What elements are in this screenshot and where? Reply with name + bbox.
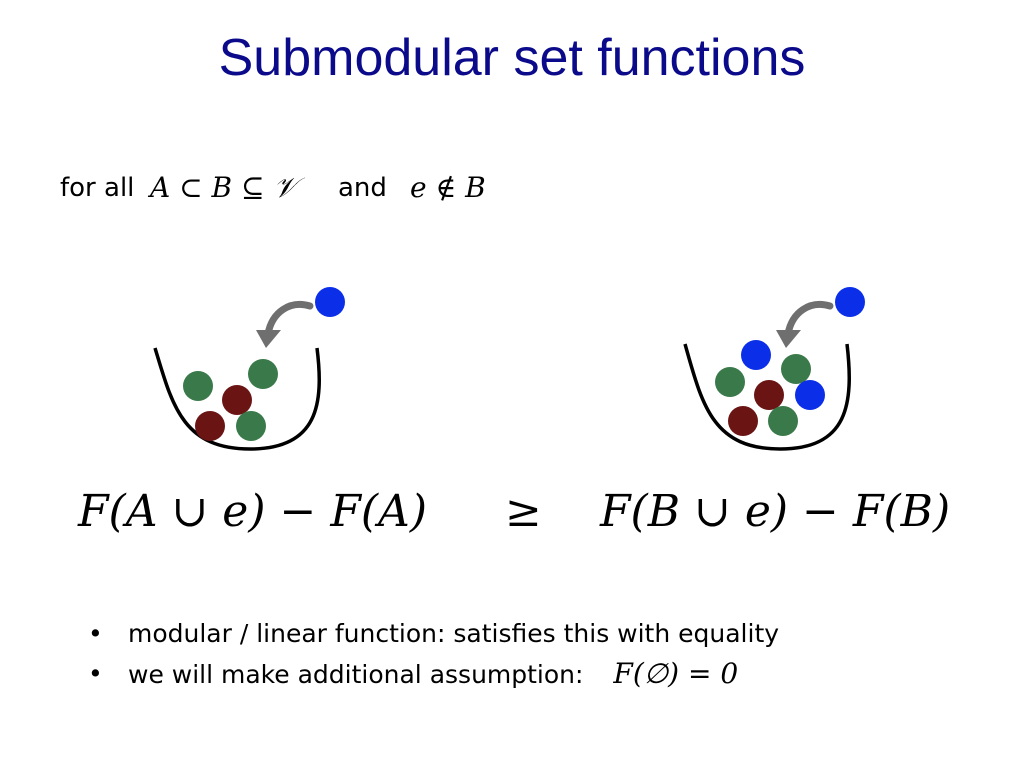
bullet-icon: • bbox=[88, 619, 103, 648]
bullet-text: modular / linear function: satisfies thi… bbox=[128, 619, 780, 648]
element-condition: e ∉ B bbox=[410, 171, 486, 204]
bowl-a-illustration bbox=[153, 287, 345, 451]
bowl-b-illustration bbox=[683, 287, 865, 451]
bullet-item: • modular / linear function: satisfies t… bbox=[88, 614, 988, 654]
arrow-head-icon bbox=[256, 330, 281, 348]
ball-icon bbox=[781, 354, 811, 384]
ball-icon bbox=[768, 406, 798, 436]
curved-arrow-icon bbox=[784, 301, 834, 338]
ball-icon bbox=[222, 385, 252, 415]
inequality-lhs: F(A ∪ e) − F(A) bbox=[78, 486, 427, 537]
bullet-list: • modular / linear function: satisfies t… bbox=[88, 614, 988, 694]
bullet-math: F(∅) = 0 bbox=[613, 657, 739, 690]
ball-icon bbox=[195, 411, 225, 441]
ball-icon bbox=[248, 359, 278, 389]
condition-conjunction: and bbox=[338, 173, 387, 203]
bowl-icon bbox=[153, 347, 321, 451]
ball-icon bbox=[183, 371, 213, 401]
set-relation: A ⊂ B ⊆ 𝒱 bbox=[150, 171, 297, 204]
ball-icon bbox=[715, 367, 745, 397]
bullet-icon: • bbox=[88, 659, 103, 688]
bullet-text: we will make additional assumption: bbox=[128, 660, 584, 689]
inequality-rhs: F(B ∪ e) − F(B) bbox=[600, 486, 951, 537]
bowl-icon bbox=[683, 343, 851, 451]
curved-arrow-icon bbox=[264, 301, 314, 338]
slide-title: Submodular set functions bbox=[218, 29, 806, 87]
ball-icon bbox=[315, 287, 345, 317]
ball-icon bbox=[236, 411, 266, 441]
ball-icon bbox=[754, 380, 784, 410]
ball-icon bbox=[728, 406, 758, 436]
ball-icon bbox=[741, 340, 771, 370]
arrow-head-icon bbox=[776, 330, 801, 348]
ball-icon bbox=[795, 380, 825, 410]
bullet-item: • we will make additional assumption: F(… bbox=[88, 654, 988, 694]
condition-prefix: for all bbox=[60, 173, 135, 203]
inequality-relation: ≥ bbox=[505, 486, 542, 537]
ball-icon bbox=[835, 287, 865, 317]
